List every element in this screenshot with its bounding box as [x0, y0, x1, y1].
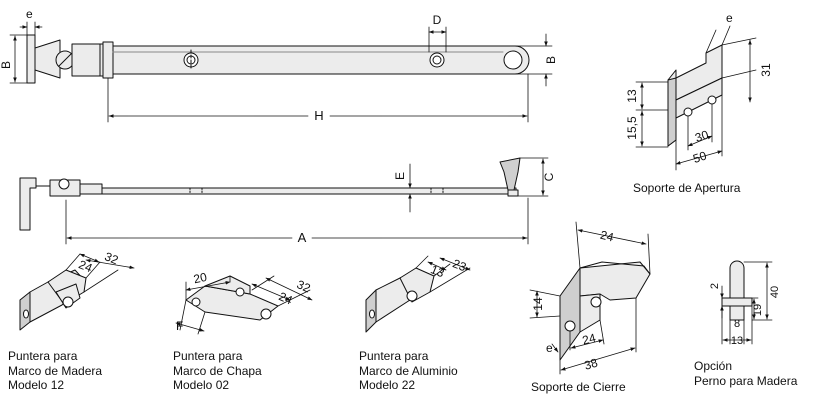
wood-bolt-dimensions: [720, 261, 773, 345]
modelo-02-dimensions: [175, 275, 313, 335]
modelo-12-drawing: [19, 269, 87, 331]
dim-19: 19: [752, 304, 764, 316]
dim-d: D: [433, 13, 442, 27]
dim-15-5: 15,5: [625, 116, 639, 140]
caption-modelo-22: Puntera para Marco de Aluminio Modelo 22: [359, 349, 458, 393]
side-view-dimensions: [65, 157, 549, 245]
dim-h: H: [314, 108, 323, 123]
dim-40: 40: [769, 286, 781, 298]
stay-bar: [112, 45, 530, 75]
dim-c: C: [542, 172, 556, 181]
caption-line: Puntera para: [173, 349, 243, 363]
caption-line: Puntera para: [359, 349, 429, 363]
dim-23-m22: 23: [451, 256, 469, 274]
dim-e-top: e: [26, 7, 33, 21]
dim-24-cierre-top: 24: [599, 228, 616, 245]
dim-24-cierre-bottom: 24: [581, 331, 598, 348]
side-bar: [101, 187, 517, 195]
caption-line: Modelo 12: [8, 378, 65, 392]
dim-e-upper: E: [393, 172, 407, 180]
caption-line: Opción: [694, 359, 733, 373]
opening-bracket-dimensions: [635, 25, 757, 171]
dim-8: 8: [734, 318, 740, 330]
dim-2: 2: [709, 283, 721, 289]
caption-line: Marco de Aluminio: [359, 363, 458, 378]
dim-38: 38: [583, 355, 600, 372]
dim-24-m12: 24: [77, 257, 95, 275]
dim-24-m02: 24: [277, 289, 295, 307]
caption-line: Modelo 22: [359, 378, 416, 392]
caption-line: Puntera para: [8, 349, 78, 363]
dim-b-left: B: [0, 61, 13, 69]
dim-20-m02: 20: [192, 270, 208, 287]
dim-30: 30: [693, 127, 710, 145]
dim-e-cierre: e: [546, 341, 553, 355]
caption-soporte-apertura: Soporte de Apertura: [633, 181, 741, 195]
mounting-plate: [26, 34, 36, 84]
caption-line: Marco de Chapa: [173, 363, 262, 378]
dim-e-apertura: e: [726, 11, 733, 25]
side-hook: [19, 177, 37, 231]
stay-side-view: [19, 157, 521, 231]
caption-modelo-02: Puntera para Marco de Chapa Modelo 02: [173, 349, 262, 393]
dim-13-opcion: 13: [731, 335, 743, 347]
modelo-12-dimensions: [65, 253, 135, 293]
caption-opcion: Opción Perno para Madera: [694, 359, 797, 388]
dim-32-m12: 32: [103, 249, 121, 267]
stay-top-view: [26, 34, 530, 84]
side-knob: [499, 157, 521, 191]
dim-31: 31: [759, 63, 773, 77]
dim-32-m02: 32: [295, 277, 313, 295]
hinge-body: [34, 39, 61, 79]
closing-bracket-dimensions: [529, 221, 651, 375]
opening-bracket-drawing: [667, 44, 723, 147]
top-view-dimensions: [9, 21, 553, 123]
caption-line: Modelo 02: [173, 378, 230, 392]
dim-f: F: [176, 319, 183, 333]
caption-line: Marco de Madera: [8, 363, 103, 378]
modelo-22-drawing: [365, 267, 435, 333]
dim-14: 14: [531, 297, 545, 311]
bar-hole-2: [429, 52, 445, 68]
bar-end-hole: [503, 50, 523, 70]
dim-a: A: [298, 230, 307, 245]
dim-50: 50: [691, 148, 708, 166]
modelo-22-dimensions: [415, 255, 471, 293]
dim-b-right: B: [544, 56, 558, 64]
caption-line: Perno para Madera: [694, 373, 798, 388]
closing-bracket-drawing: [559, 261, 651, 361]
caption-soporte-cierre: Soporte de Cierre: [531, 380, 626, 394]
dim-13-apertura: 13: [625, 89, 639, 103]
wood-bolt-drawing: [721, 260, 753, 321]
caption-modelo-12: Puntera para Marco de Madera Modelo 12: [8, 349, 102, 393]
dim-13-m22: 13: [429, 262, 447, 280]
